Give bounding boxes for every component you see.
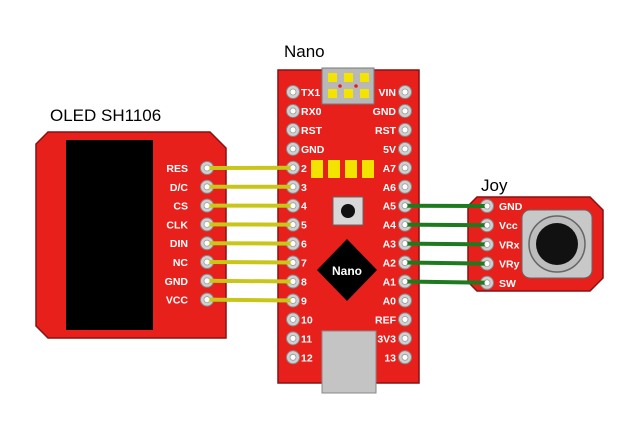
icsp-header (321, 67, 375, 105)
nano-right-pin-label: GND (373, 106, 397, 118)
oled-title: OLED SH1106 (50, 106, 161, 125)
nano-right-pin-12 (398, 312, 412, 327)
wire-oled-1 (204, 184, 296, 190)
chip-label: Nano (332, 264, 362, 278)
wire-oled-2 (204, 203, 296, 209)
nano-right-pin-1 (398, 103, 412, 118)
nano-right-pin-label: REF (375, 314, 397, 326)
wire-joy-0 (402, 203, 490, 209)
nano-left-pin-3 (286, 141, 300, 156)
nano-right-pin-13 (398, 331, 412, 346)
nano-left-pin-label: RX0 (301, 106, 322, 118)
nano-left-pin-label: 3 (301, 182, 307, 194)
nano-right-pin-0 (398, 85, 412, 99)
joy-pin-label: VRx (499, 239, 520, 251)
nano-left-pin-label: 4 (301, 201, 307, 213)
nano-left-pin-label: 9 (301, 295, 307, 307)
joy-pin-label: GND (499, 201, 523, 213)
nano-right-pin-label: VIN (378, 87, 396, 99)
wire-oled-7 (204, 297, 296, 303)
oled-pin-label: GND (165, 276, 189, 288)
joy-pin-label: SW (499, 278, 516, 290)
oled-pin-label: DIN (170, 238, 188, 250)
nano-right-pin-label: A5 (383, 201, 397, 213)
status-leds (311, 160, 374, 178)
joystick-knob (536, 223, 578, 265)
oled-pin-label: RES (166, 163, 188, 175)
wire-joy-4 (402, 279, 490, 286)
nano-right-pin-label: A2 (383, 258, 397, 270)
joy-title: Joy (481, 176, 508, 195)
nano-left-pin-0 (286, 85, 300, 99)
nano-right-pin-5 (398, 179, 412, 194)
nano-right-pin-label: A4 (383, 220, 397, 232)
nano-right-pin-label: A0 (383, 295, 397, 307)
usb-connector (321, 330, 377, 394)
nano-right-pin-label: 5V (383, 144, 396, 156)
nano-right-pin-label: A6 (383, 182, 397, 194)
reset-button (332, 196, 364, 226)
nano-left-pin-label: 10 (301, 314, 313, 326)
nano-right-pin-label: 3V3 (377, 333, 396, 345)
wire-oled-5 (204, 259, 296, 266)
nano-left-pin-label: 6 (301, 239, 307, 251)
nano-left-pin-label: 11 (301, 333, 312, 345)
wire-joy-2 (402, 241, 490, 247)
nano-left-pin-13 (286, 331, 300, 346)
nano-left-pin-label: 7 (301, 258, 307, 270)
nano-left-pin-1 (286, 103, 300, 118)
wire-oled-3 (204, 221, 296, 228)
nano-right-pin-label: RST (375, 125, 397, 137)
wire-joy-3 (402, 260, 490, 267)
nano-left-pin-label: 8 (301, 277, 307, 289)
nano-right-pin-4 (398, 160, 412, 175)
nano-right-pin-11 (398, 293, 412, 308)
nano-left-pin-2 (286, 122, 300, 137)
oled-module: RES D/C CS CLK DIN NC GND VCC (35, 131, 227, 339)
oled-pin-label: VCC (166, 295, 189, 307)
nano-right-pin-label: A3 (383, 239, 397, 251)
nano-right-pin-label: 13 (384, 352, 396, 364)
nano-right-pin-2 (398, 122, 412, 137)
wire-group (204, 165, 490, 303)
nano-left-pin-12 (286, 312, 300, 327)
joy-pin-label: Vcc (499, 220, 518, 232)
nano-left-pin-label: 12 (301, 352, 313, 364)
nano-left-pin-label: TX1 (301, 87, 320, 99)
nano-right-pin-label: A1 (383, 277, 397, 289)
nano-left-pin-label: GND (301, 144, 325, 156)
nano-right-pin-14 (398, 350, 412, 365)
oled-screen (66, 140, 153, 330)
nano-right-pin-label: A7 (383, 163, 397, 175)
nano-right-pin-3 (398, 141, 412, 156)
nano-left-pin-14 (286, 350, 300, 365)
oled-pin-label: NC (173, 257, 189, 269)
joy-pin-label: VRy (499, 259, 520, 271)
nano-left-pin-label: 2 (301, 163, 307, 175)
wire-oled-4 (204, 240, 296, 247)
wire-joy-1 (402, 222, 490, 228)
oled-pin-label: CLK (166, 219, 188, 231)
mcu-chip: Nano (317, 239, 377, 301)
oled-pin-label: CS (173, 201, 188, 213)
nano-title: Nano (284, 42, 325, 61)
nano-left-pin-label: RST (301, 125, 323, 137)
oled-pin-label: D/C (170, 182, 189, 194)
nano-left-pin-label: 5 (301, 220, 307, 232)
wire-oled-0 (204, 165, 296, 171)
wire-oled-6 (204, 278, 296, 284)
